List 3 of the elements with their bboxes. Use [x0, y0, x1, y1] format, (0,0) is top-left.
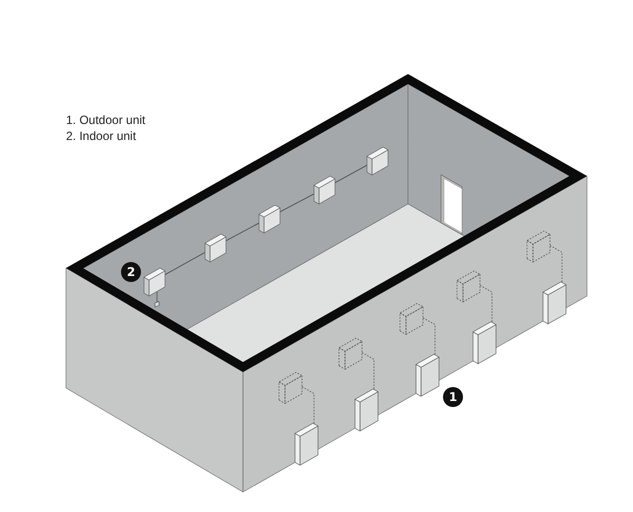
- key-text: 1. Outdoor unit: [66, 113, 146, 127]
- callout-number: 1: [443, 387, 463, 407]
- key-text: 2. Indoor unit: [66, 129, 136, 143]
